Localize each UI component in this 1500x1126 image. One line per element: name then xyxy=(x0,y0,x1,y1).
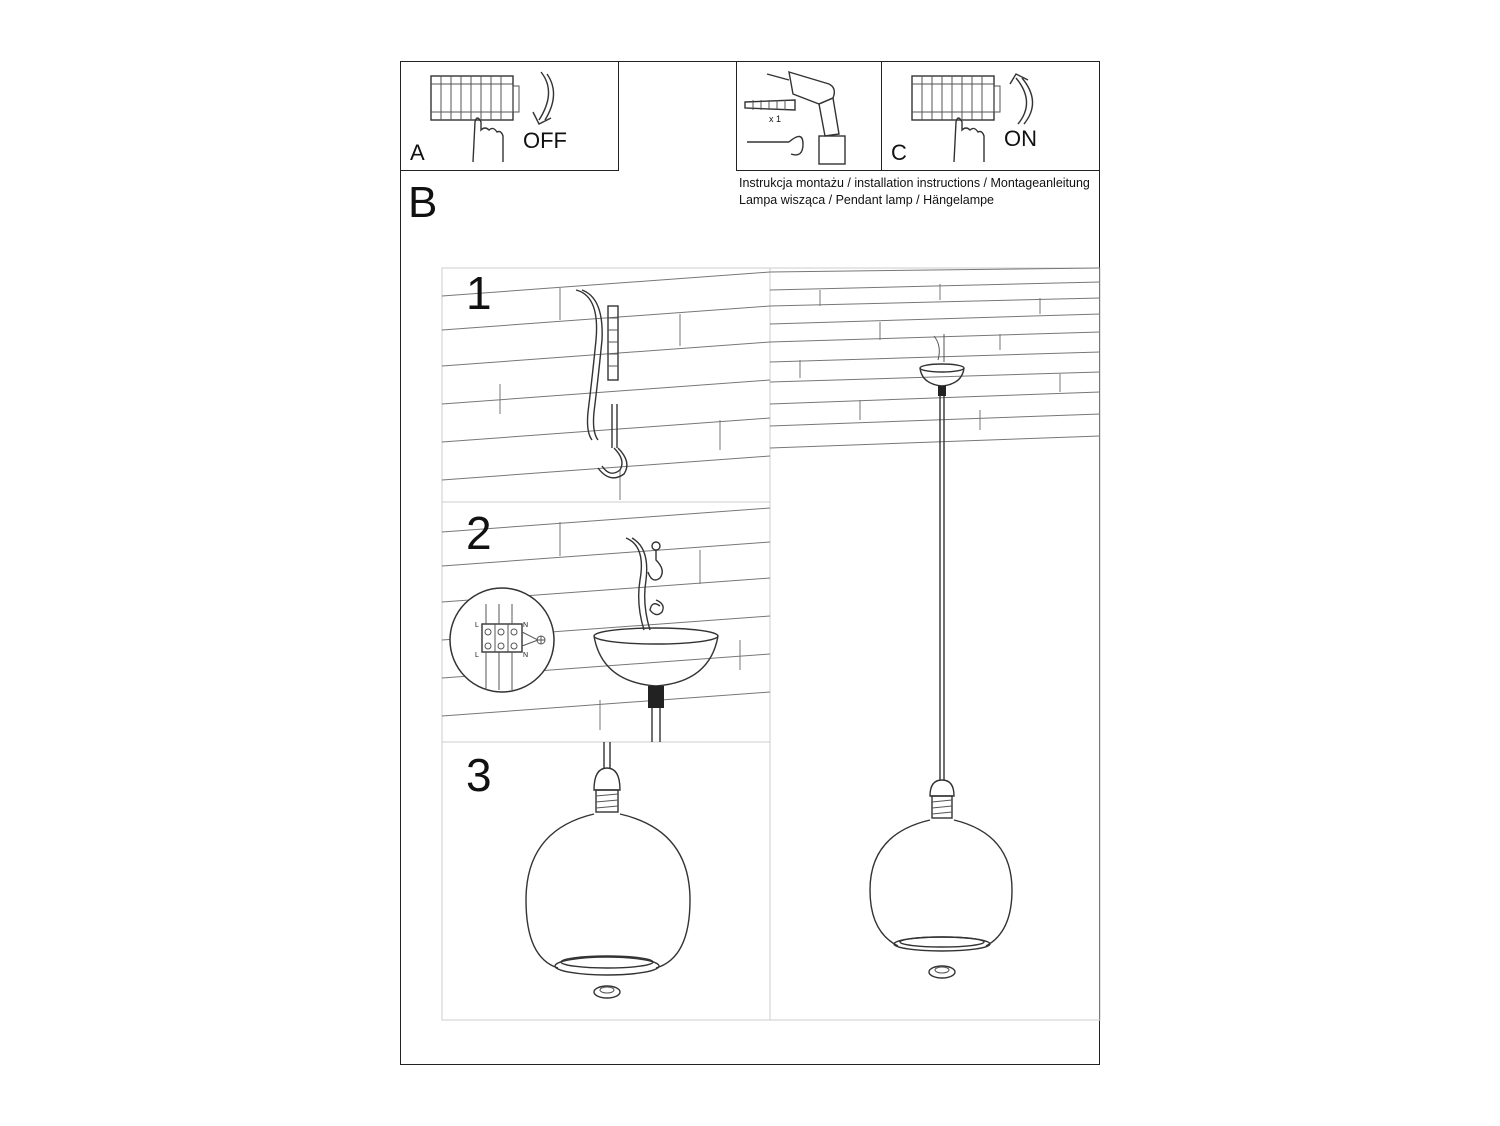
arrow-up-icon xyxy=(1009,73,1034,125)
off-label: OFF xyxy=(523,128,567,153)
step-c-letter: C xyxy=(891,140,907,165)
breaker-panel-icon xyxy=(430,75,520,121)
step-a-letter: A xyxy=(410,140,425,165)
tools-box: x 1 xyxy=(736,61,882,171)
arrow-down-icon xyxy=(532,71,555,125)
step-number-2: 2 xyxy=(466,507,492,559)
on-label: ON xyxy=(1004,126,1037,151)
terminal-label-n-top: N xyxy=(523,622,529,629)
header-line-1: Instrukcja montażu / installation instru… xyxy=(739,176,1090,190)
drill-illustration xyxy=(744,71,846,165)
header-line-2: Lampa wisząca / Pendant lamp / Hängelamp… xyxy=(739,193,995,207)
screw-hook-icon xyxy=(747,135,804,156)
terminal-label-l-top: L xyxy=(475,622,479,629)
step-number-1: 1 xyxy=(466,267,492,319)
step-a-box: A OFF xyxy=(400,61,619,171)
terminal-label-l-bottom: L xyxy=(475,652,479,659)
quantity-label: x 1 xyxy=(769,114,782,124)
hand-icon xyxy=(953,117,985,163)
instruction-sheet xyxy=(400,61,1100,1065)
terminal-label-n-bottom: N xyxy=(523,652,529,659)
step-number-3: 3 xyxy=(466,749,492,801)
breaker-off-illustration xyxy=(430,71,555,163)
wall-plug-icon xyxy=(744,99,796,111)
breaker-on-illustration xyxy=(911,73,1034,163)
step-c-box: C ON xyxy=(881,61,1100,171)
hand-icon xyxy=(472,117,504,163)
section-b-letter: B xyxy=(408,178,438,227)
breaker-panel-icon xyxy=(911,75,1001,121)
drill-icon xyxy=(766,71,846,165)
